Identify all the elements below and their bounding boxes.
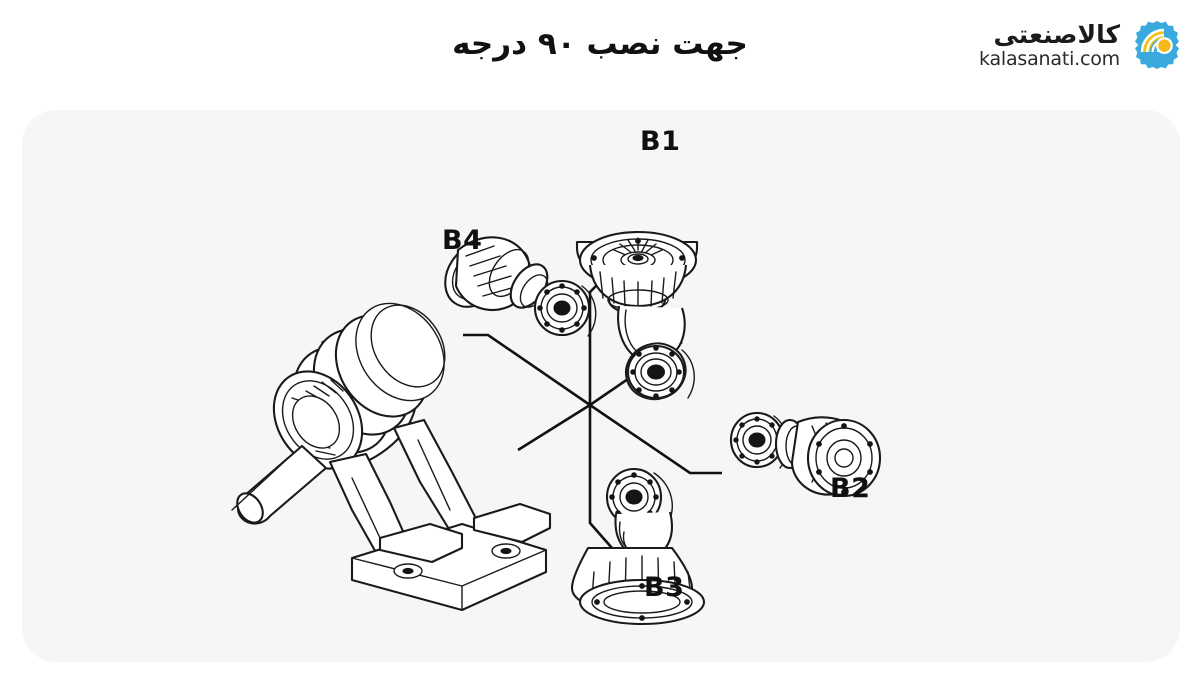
part-b4-illustration (444, 236, 597, 337)
part-b3-illustration (570, 467, 706, 626)
brand-name-fa: کالاصنعتی (993, 19, 1120, 49)
part-label-b3: B3 (644, 572, 685, 603)
page-title: جهت نصب ۹۰ درجه (452, 26, 748, 62)
brand-logo: کالاصنعتی kalasanati.com (979, 14, 1188, 76)
mounting-orientation-diagram: .ln { fill:none; stroke:#1a1a1a; stroke-… (22, 110, 1180, 662)
part-label-b4: B4 (442, 225, 483, 256)
part-label-b1: B1 (640, 126, 681, 157)
page-header: جهت نصب ۹۰ درجه کالاصنعتی kalasanati.com (0, 0, 1200, 100)
illustration-card: .ln { fill:none; stroke:#1a1a1a; stroke-… (22, 110, 1180, 662)
part-label-b2: B2 (830, 473, 871, 504)
gear-wifi-icon (1126, 14, 1188, 76)
part-gearbox-illustration (231, 302, 552, 612)
brand-domain: kalasanati.com (978, 47, 1120, 70)
part-b2-illustration (729, 411, 882, 498)
part-b1-illustration (575, 230, 699, 401)
brand-text: کالاصنعتی kalasanati.com (978, 19, 1121, 70)
